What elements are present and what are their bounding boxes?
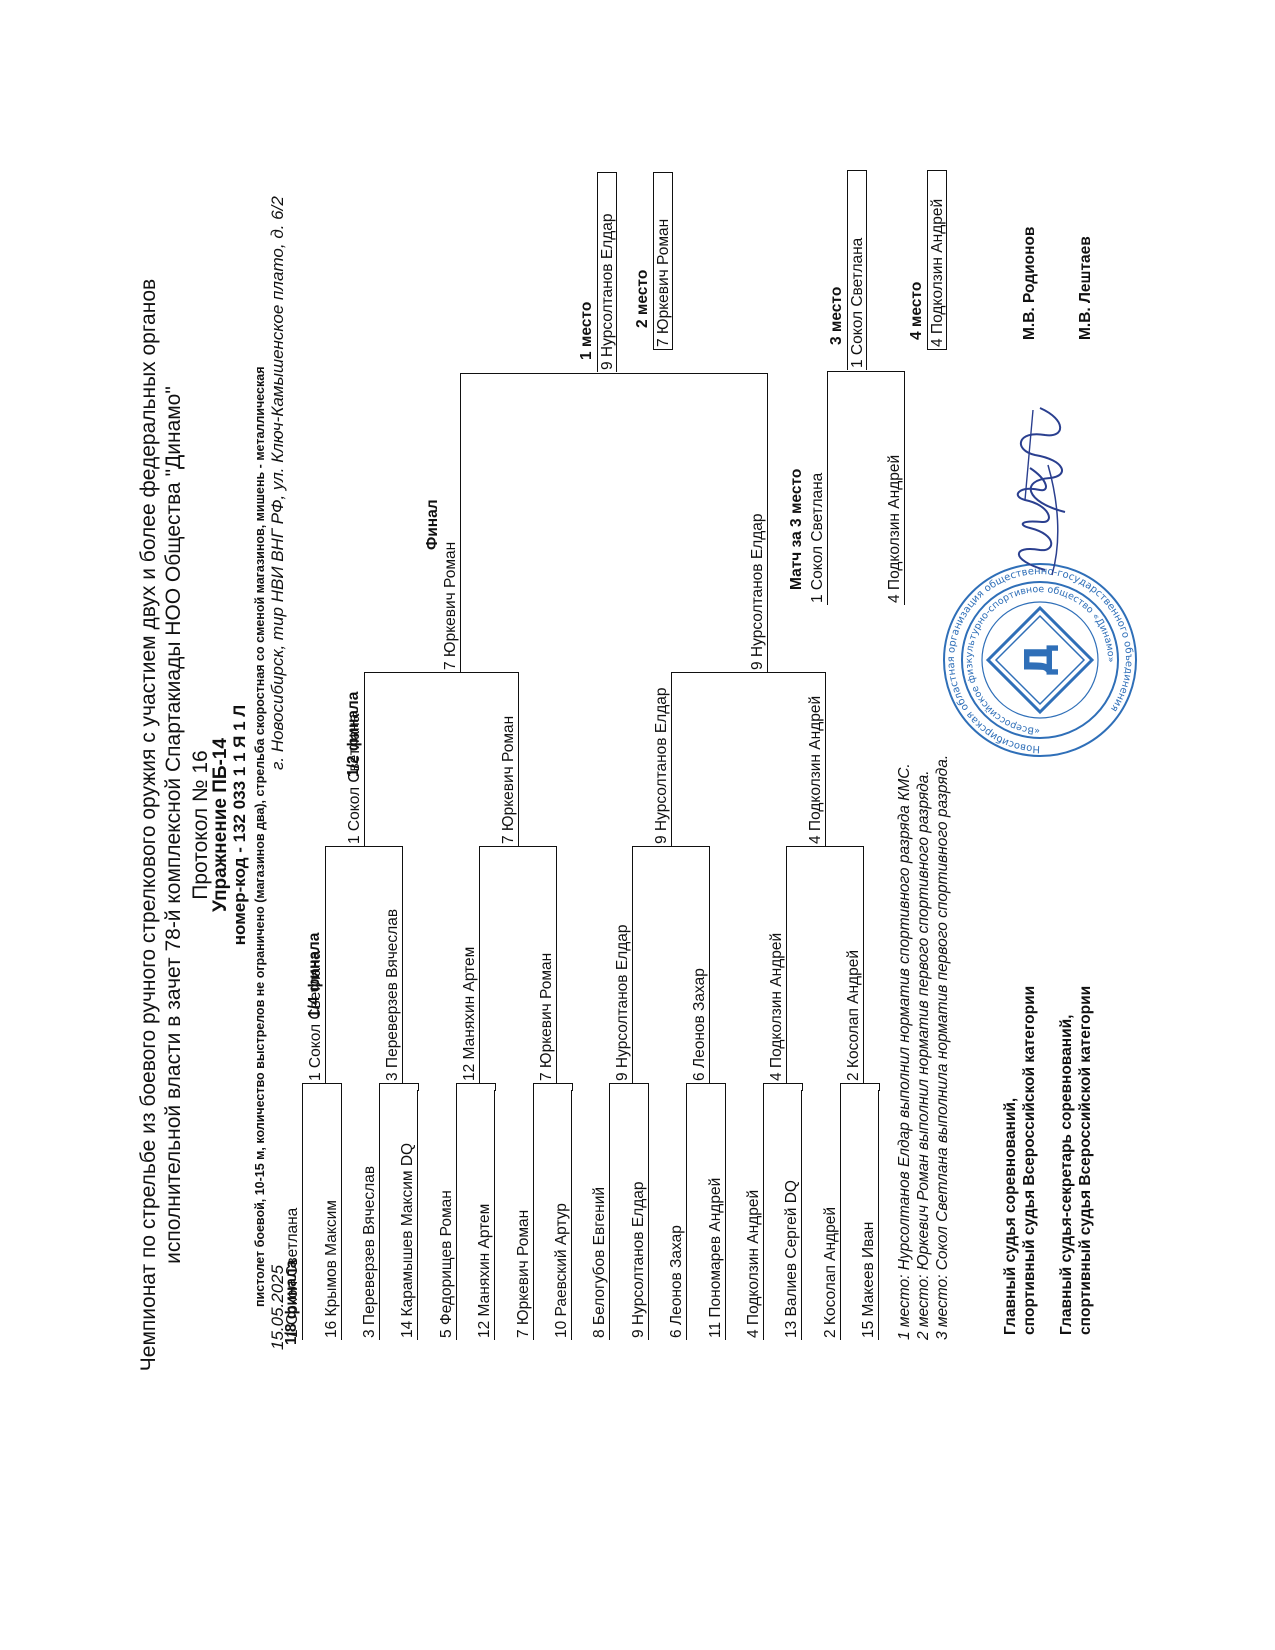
place-3-label: 3 место [828,286,845,345]
sf-connector [364,672,519,682]
r16-connector [456,1083,496,1091]
secretary-name: М.В. Лештаев [1077,236,1094,340]
r16-slot: 8 Белогубов Евгений [590,1090,610,1340]
exercise-code: номер-код - 132 033 1 1 Я 1 Л [230,704,249,946]
chief-judge-category: спортивный судья Всероссийской категории [1021,985,1038,1335]
qf-connector [632,846,710,854]
qf-connector [479,846,557,854]
exercise-description: пистолет боевой, 10-15 м, количество выс… [253,366,267,1308]
bronze-slot: 4 Подколзин Андрей [885,380,905,605]
qf-slot: 1 Сокол Светлана [306,853,326,1083]
r16-slot: 13 Валиев Сергей DQ [782,1090,802,1340]
sf-slot: 9 Нурсолтанов Елдар [652,681,672,846]
sf-slot: 7 Юркевич Роман [499,681,519,846]
r16-slot: 16 Крымов Максим [322,1090,342,1340]
place-2-label: 2 место [634,269,651,328]
r16-slot: 12 Маняхин Артем [475,1090,495,1340]
round-label-bronze: Матч за 3 место [788,468,805,590]
r16-slot: 15 Макеев Иван [859,1090,879,1340]
r16-connector [379,1083,419,1091]
competition-location: г. Новосибирск, тир НВИ ВНГ РФ, ул. Ключ… [268,196,287,770]
place-1-label: 1 место [578,301,595,360]
place-2-name: 7 Юркевич Роман [653,172,673,350]
secretary-category: спортивный судья Всероссийской категории [1077,985,1094,1335]
note-place-2: 2 место: Юркевич Роман выполнил норматив… [915,770,932,1340]
qf-connector [786,846,864,854]
r16-slot: 7 Юркевич Роман [514,1090,534,1340]
qf-slot: 7 Юркевич Роман [537,853,557,1083]
sf-slot: 4 Подколзин Андрей [806,681,826,846]
r16-connector [609,1083,649,1091]
r16-connector [686,1083,726,1091]
r16-connector [840,1083,880,1091]
title-line-2: исполнительной власти в зачет 78-й компл… [162,386,185,1264]
place-1-name: 9 Нурсолтанов Елдар [597,172,617,372]
note-place-1: 1 место: Нурсолтанов Елдар выполнил норм… [896,763,913,1340]
r16-slot: 3 Переверзев Вячеслав [360,1090,380,1340]
final-connector [460,373,768,383]
r16-connector [533,1083,573,1091]
chief-judge-title: Главный судья соревнований, [1002,1097,1019,1335]
r16-slot: 14 Карамышев Максим DQ [398,1090,418,1340]
bronze-slot: 1 Сокол Светлана [808,380,828,605]
r16-slot: 2 Косолап Андрей [821,1090,841,1340]
r16-slot: 4 Подколзин Андрей [744,1090,764,1340]
r16-slot: 6 Леонов Захар [667,1090,687,1340]
r16-slot: 11 Пономарев Андрей [706,1090,726,1340]
bronze-connector [827,371,905,381]
chief-judge-name: М.В. Родионов [1021,226,1038,340]
qf-slot: 3 Переверзев Вячеслав [383,853,403,1083]
title-line-1: Чемпионат по стрельбе из боевого ручного… [137,278,160,1372]
place-3-name: 1 Сокол Светлана [847,170,867,370]
r16-connector [763,1083,803,1091]
place-4-label: 4 место [908,281,925,340]
sf-slot: 1 Сокол Светлана [345,681,365,846]
qf-slot: 9 Нурсолтанов Елдар [613,853,633,1083]
svg-text:Д: Д [1017,643,1061,677]
final-slot: 9 Нурсолтанов Елдар [748,382,768,672]
r16-connector [302,1083,342,1091]
qf-slot: 12 Маняхин Артем [460,853,480,1083]
signature-secretary [1019,407,1066,513]
signature-chief-judge [1016,464,1059,576]
place-4-name: 4 Подколзин Андрей [927,170,947,350]
r16-slot: 1 Сокол Светлана [283,1090,303,1340]
note-place-3: 3 место: Сокол Светлана выполнила нормат… [934,754,951,1340]
secretary-title: Главный судья-секретарь соревнований, [1058,1014,1075,1335]
sf-connector [671,672,826,682]
r16-slot: 10 Раевский Артур [552,1090,572,1340]
r16-slot: 9 Нурсолтанов Елдар [629,1090,649,1340]
qf-slot: 2 Косолап Андрей [844,853,864,1083]
organization-stamp: Д Новосибирская областная организация об… [943,563,1137,757]
exercise-name: Упражнение ПБ-14 [210,737,231,913]
final-slot: 7 Юркевич Роман [441,382,461,672]
r16-slot: 5 Федорищев Роман [437,1090,457,1340]
qf-connector [325,846,403,854]
round-label-final: Финал [424,499,441,550]
qf-slot: 6 Леонов Захар [690,853,710,1083]
qf-slot: 4 Подколзин Андрей [767,853,787,1083]
